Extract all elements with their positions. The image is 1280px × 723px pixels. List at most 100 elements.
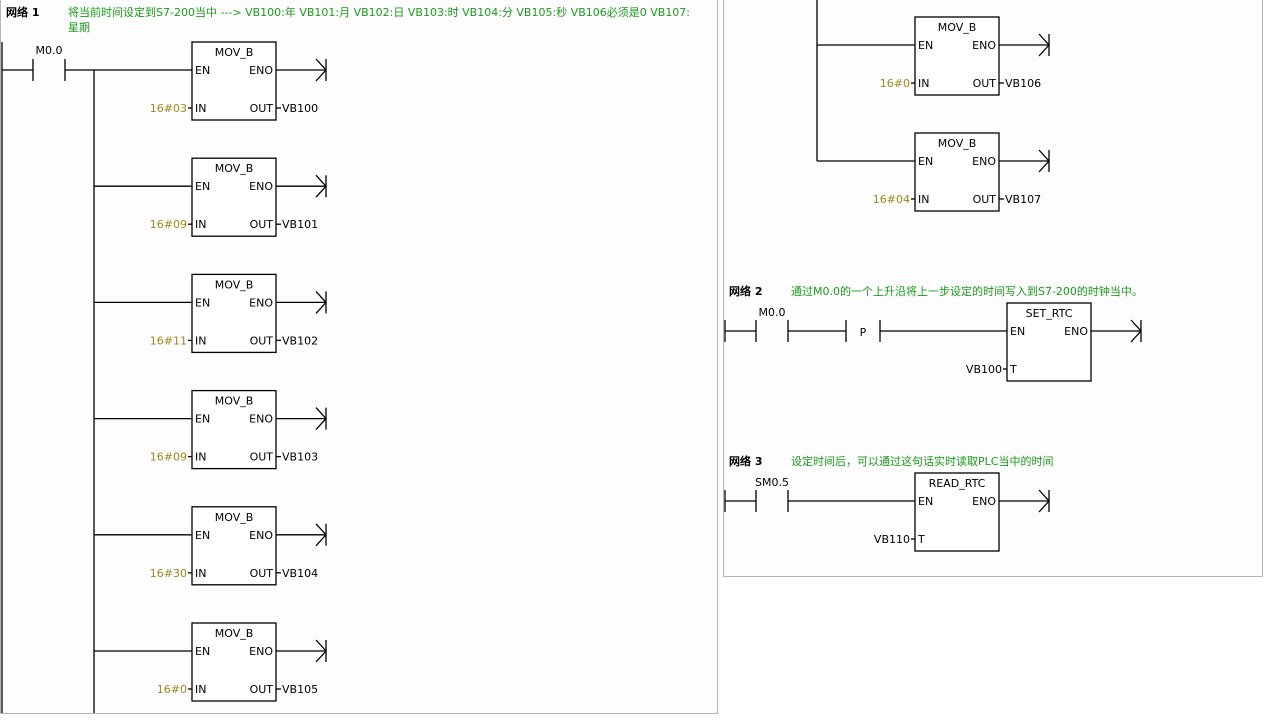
mov-b-2-en-pin: EN bbox=[195, 296, 210, 309]
mov-b-7-out-value: VB107 bbox=[1005, 193, 1041, 206]
mov-b-1-eno-coil bbox=[315, 174, 327, 198]
ladder-network-1: 网络 1 将当前时间设定到S7-200当中 ---> VB100:年 VB101… bbox=[1, 5, 690, 713]
mov-b-4-title: MOV_B bbox=[215, 511, 254, 524]
mov-b-0-eno-pin: ENO bbox=[249, 64, 273, 77]
mov-b-7-en-pin: EN bbox=[918, 155, 933, 168]
mov-b-2-out-value: VB102 bbox=[282, 334, 318, 347]
mov-b-2-eno-pin: ENO bbox=[249, 296, 273, 309]
mov-b-0-in-value: 16#03 bbox=[150, 102, 187, 115]
set-rtc-eno-coil bbox=[1130, 319, 1142, 343]
mov-b-1-in-pin: IN bbox=[195, 218, 206, 231]
mov-b-3-out-pin: OUT bbox=[250, 451, 274, 464]
mov-b-7-in-value: 16#04 bbox=[873, 193, 910, 206]
mov-b-5-out-pin: OUT bbox=[250, 683, 274, 696]
mov-b-3-eno-coil bbox=[315, 407, 327, 431]
mov-b-2-in-value: 16#11 bbox=[150, 334, 187, 347]
mov-b-3-title: MOV_B bbox=[215, 395, 254, 408]
mov-b-6-box bbox=[914, 16, 1000, 96]
mov-b-5-in-pin: IN bbox=[195, 683, 206, 696]
mov-b-3-in-pin: IN bbox=[195, 451, 206, 464]
mov-b-0-eno-coil bbox=[315, 58, 327, 82]
read-rtc-box bbox=[914, 472, 1000, 552]
mov-b-1-in-value: 16#09 bbox=[150, 218, 187, 231]
mov-b-2-title: MOV_B bbox=[215, 278, 254, 291]
read-rtc-eno-pin: ENO bbox=[972, 495, 996, 508]
mov-b-4-in-value: 16#30 bbox=[150, 567, 187, 580]
mov-b-5-eno-pin: ENO bbox=[249, 645, 273, 658]
read-rtc-title: READ_RTC bbox=[929, 477, 986, 490]
mov-b-2-box bbox=[191, 273, 277, 354]
mov-b-4-box bbox=[191, 506, 277, 586]
ladder-panel-left: 网络 1 将当前时间设定到S7-200当中 ---> VB100:年 VB101… bbox=[0, 0, 718, 714]
mov-b-0-out-value: VB100 bbox=[282, 102, 318, 115]
mov-b-7-eno-pin: ENO bbox=[972, 155, 996, 168]
mov-b-3-eno-pin: ENO bbox=[249, 413, 273, 426]
mov-b-4-out-value: VB104 bbox=[282, 567, 318, 580]
mov-b-6-out-value: VB106 bbox=[1005, 77, 1041, 90]
mov-b-1-out-value: VB101 bbox=[282, 218, 318, 231]
mov-b-6-eno-pin: ENO bbox=[972, 39, 996, 52]
set-rtc-eno-pin: ENO bbox=[1064, 325, 1088, 338]
network-1-label: 网络 1 bbox=[6, 5, 39, 19]
set-rtc-en-pin: EN bbox=[1010, 325, 1025, 338]
mov-b-1-out-pin: OUT bbox=[250, 218, 274, 231]
mov-b-4-out-pin: OUT bbox=[250, 567, 274, 580]
set-rtc-in-value: VB100 bbox=[966, 363, 1002, 376]
mov-b-5-title: MOV_B bbox=[215, 627, 254, 640]
read-rtc-en-pin: EN bbox=[918, 495, 933, 508]
mov-b-3-en-pin: EN bbox=[195, 413, 210, 426]
network-2-label: 网络 2 bbox=[729, 284, 762, 298]
mov-b-5-in-value: 16#0 bbox=[157, 683, 187, 696]
mov-b-4-eno-coil bbox=[315, 523, 327, 547]
mov-b-1-title: MOV_B bbox=[215, 162, 254, 175]
network-1-comment: 将当前时间设定到S7-200当中 ---> VB100:年 VB101:月 VB… bbox=[68, 5, 690, 19]
mov-b-4-eno-pin: ENO bbox=[249, 529, 273, 542]
mov-b-6-in-pin: IN bbox=[918, 77, 929, 90]
read-rtc-eno-coil bbox=[1038, 489, 1050, 513]
mov-b-7-out-pin: OUT bbox=[973, 193, 997, 206]
mov-b-5-eno-coil bbox=[315, 639, 327, 663]
mov-b-2-out-pin: OUT bbox=[250, 334, 274, 347]
mov-b-0-in-pin: IN bbox=[195, 102, 206, 115]
mov-b-6-in-value: 16#0 bbox=[880, 77, 910, 90]
mov-b-5-box bbox=[191, 622, 277, 702]
mov-b-6-en-pin: EN bbox=[918, 39, 933, 52]
mov-b-0-title: MOV_B bbox=[215, 46, 254, 59]
mov-b-7-eno-coil bbox=[1038, 149, 1050, 173]
network-1-comment-line2: 星期 bbox=[68, 21, 90, 34]
mov-b-6-title: MOV_B bbox=[938, 21, 977, 34]
edge-p-label: P bbox=[860, 326, 867, 339]
set-rtc-in-pin: T bbox=[1009, 363, 1017, 376]
mov-b-2-in-pin: IN bbox=[195, 334, 206, 347]
mov-b-6-out-pin: OUT bbox=[973, 77, 997, 90]
mov-b-1-en-pin: EN bbox=[195, 180, 210, 193]
set-rtc-title: SET_RTC bbox=[1026, 307, 1073, 320]
mov-b-1-eno-pin: ENO bbox=[249, 180, 273, 193]
mov-b-1-box bbox=[191, 157, 277, 237]
mov-b-4-in-pin: IN bbox=[195, 567, 206, 580]
mov-b-2-eno-coil bbox=[315, 290, 327, 314]
mov-b-7-in-pin: IN bbox=[918, 193, 929, 206]
mov-b-3-out-value: VB103 bbox=[282, 451, 318, 464]
mov-b-0-en-pin: EN bbox=[195, 64, 210, 77]
set-rtc-box bbox=[1006, 302, 1092, 382]
network-3-comment: 设定时间后，可以通过这句话实时读取PLC当中的时间 bbox=[791, 454, 1053, 468]
mov-b-5-out-value: VB105 bbox=[282, 683, 318, 696]
mov-b-6-eno-coil bbox=[1038, 33, 1050, 57]
network-2-comment: 通过M0.0的一个上升沿将上一步设定的时间写入到S7-200的时钟当中。 bbox=[791, 284, 1143, 298]
mov-b-0-box bbox=[191, 41, 277, 121]
read-rtc-in-pin: T bbox=[917, 533, 925, 546]
contact-m0-0-label: M0.0 bbox=[36, 44, 63, 57]
mov-b-3-in-value: 16#09 bbox=[150, 451, 187, 464]
contact-m0-0-n2-label: M0.0 bbox=[759, 306, 786, 319]
mov-b-0-out-pin: OUT bbox=[250, 102, 274, 115]
mov-b-4-en-pin: EN bbox=[195, 529, 210, 542]
mov-b-7-title: MOV_B bbox=[938, 137, 977, 150]
contact-sm0-5-label: SM0.5 bbox=[755, 476, 789, 489]
mov-b-7-box bbox=[914, 132, 1000, 212]
network-3-label: 网络 3 bbox=[729, 454, 762, 468]
mov-b-5-en-pin: EN bbox=[195, 645, 210, 658]
mov-b-3-box bbox=[191, 389, 277, 470]
